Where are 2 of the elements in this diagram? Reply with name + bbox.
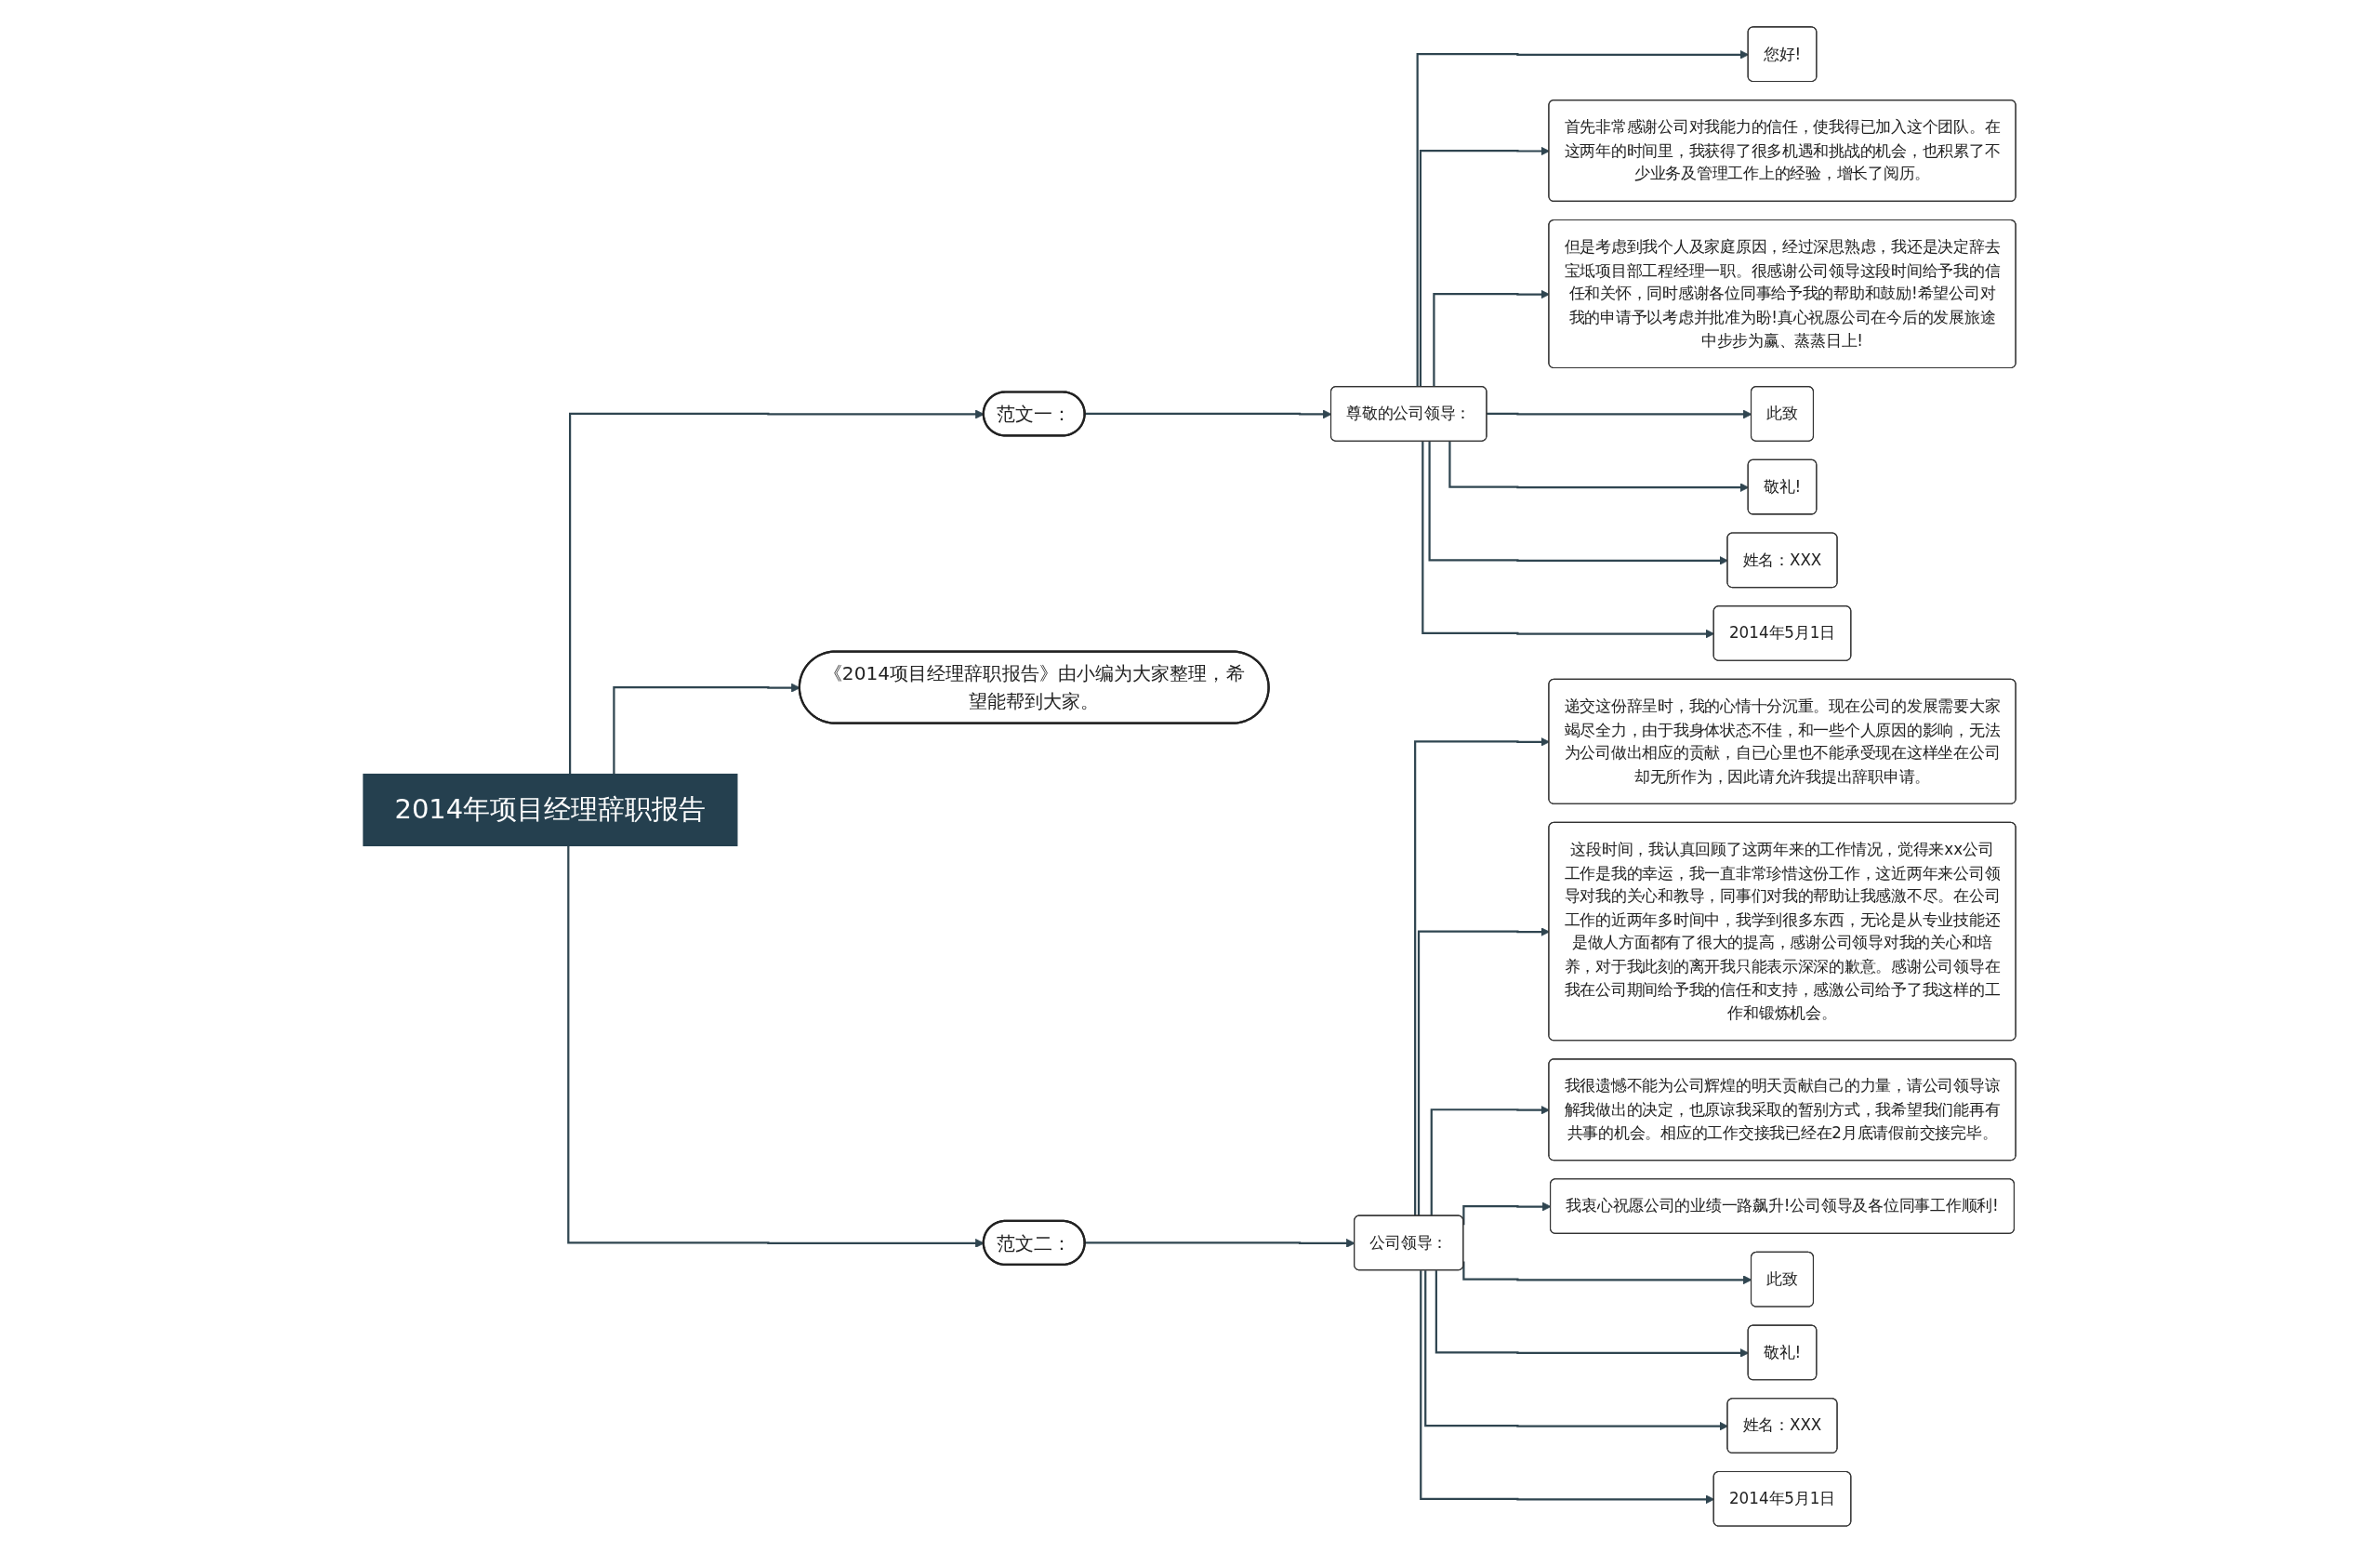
mind-map: 2014年项目经理辞职报告 范文一： 尊敬的公司领导： 您好! 首先非常感谢公司对我能力的信任，使我得已加入这个团队。在这两年的时间里，我获得了很多机遇和挑战的机会，也积累了不少业务及管理工作上的经验，增长了阅历。 但是考虑到我个人及家庭原因，经过深思熟虑，我还是决定辞去宝坻项目部工程经理一职。很感谢公司领导这段时间给予我的信任和关怀，同时感谢各位同事给予我的帮助和鼓励!希望公司对我的申请予以考虑并批准为盼!真心祝愿公司在今后的发展旅途中步步为赢、蒸蒸日上! 此致 敬礼! 姓名：XXX 2014年5月1日 《2014项目经理辞职报告》由小编为大家整理，希望能帮到大家。 范文二： 公司领导： 递交这份辞呈时，我的心情十分沉重。现在公司的发展需要大家竭尽全力，由于我身体状态不佳，和一些个人原因的影响，无法为公司做出相应的贡献，自已心里也不能承受现在这样坐在公司却无所作为，因此请允许我提出辞职申请。 这段时间，我认真回顾了这两年来的工作情况，觉得来xx公司工作是我的幸运，我一直非常珍惜这份工作，这近两年来公司领导对我的关心和教导，同事们对我的帮助让我感激不尽。在公司工作的近两年多时间中，我学到很多东西，无论是从专业技能还是做人方面都有了很大的提高，感谢公司领导对我的关心和培养，对于我此刻的离开我只能表示深深的歉意。感谢公司领导在我在公司期间给予我的信任和支持，感激公司给予了我这样的工作和锻炼机会。 我很遗憾不能为公司辉煌的明天贡献自己的力量，请公司领导谅解我做出的决定，也原谅我采取的暂别方式，我希望我们能再有共事的机会。相应的工作交接我已经在2月底请假前交接完毕。 我衷心祝愿公司的业绩一路飙升!公司领导及各位同事工作顺利! 此致 敬礼! 姓名：XXX 2014年5月1日	[355, 19, 2025, 1534]
node-box	[363, 773, 738, 847]
